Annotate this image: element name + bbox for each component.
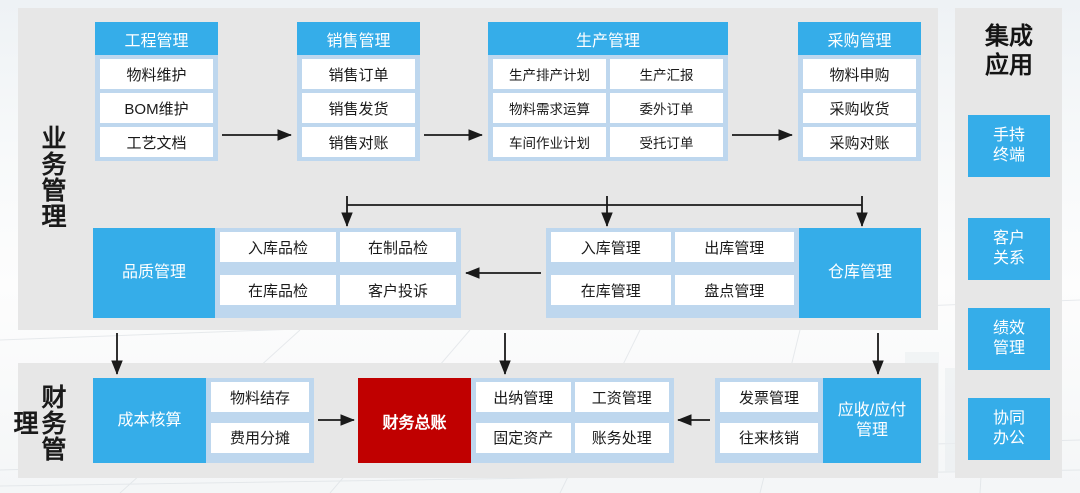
module-engineering[interactable]: 工程管理 物料维护 BOM维护 工艺文档 [95, 22, 218, 161]
module-production-body: 生产排产计划 生产汇报 物料需求运算 委外订单 车间作业计划 受托订单 [488, 55, 728, 161]
module-production-header: 生产管理 [488, 22, 728, 55]
module-warehouse-label: 仓库管理 [799, 228, 921, 318]
module-engineering-header: 工程管理 [95, 22, 218, 55]
cell-accounting-processing[interactable]: 账务处理 [574, 422, 669, 453]
cell-sales-delivery[interactable]: 销售发货 [302, 93, 415, 123]
module-warehouse-grid: 入库管理 出库管理 在库管理 盘点管理 [546, 228, 799, 318]
cell-cashier-management[interactable]: 出纳管理 [476, 382, 571, 412]
cell-fixed-assets[interactable]: 固定资产 [476, 422, 571, 453]
cell-material-requirement-calc[interactable]: 物料需求运算 [493, 93, 606, 123]
integration-button-handheld-terminal[interactable]: 手持 终端 [968, 115, 1050, 177]
cell-inbound-inspection[interactable]: 入库品检 [220, 232, 336, 262]
cell-purchase-reconciliation[interactable]: 采购对账 [803, 127, 916, 157]
collaborative-office-line1: 协同 [992, 410, 1025, 428]
cell-material-requisition[interactable]: 物料申购 [803, 59, 916, 89]
cell-sales-reconciliation[interactable]: 销售对账 [302, 127, 415, 157]
business-section-title: 业务管理 [38, 125, 66, 229]
cell-bom-maintenance[interactable]: BOM维护 [100, 93, 213, 123]
performance-management-line1: 绩效 [992, 320, 1025, 338]
cell-wip-inspection[interactable]: 在制品检 [340, 232, 456, 262]
integration-section-title: 集成应用 [963, 22, 1055, 81]
integration-button-collaborative-office[interactable]: 协同 办公 [968, 398, 1050, 460]
ap-ar-label-line2: 管理 [855, 421, 888, 439]
module-cost-accounting-grid: 物料结存 费用分摊 [206, 378, 314, 463]
module-engineering-body: 物料维护 BOM维护 工艺文档 [95, 55, 218, 161]
handheld-terminal-line2: 终端 [992, 147, 1025, 164]
cell-production-report[interactable]: 生产汇报 [610, 59, 723, 89]
cell-inbound-management[interactable]: 入库管理 [551, 232, 671, 262]
cell-customer-complaint[interactable]: 客户投诉 [340, 275, 456, 305]
cell-entrusted-order[interactable]: 受托订单 [610, 127, 723, 157]
module-receivable-payable-label: 应收/应付 管理 [823, 378, 921, 463]
cell-purchase-receipt[interactable]: 采购收货 [803, 93, 916, 123]
customer-relations-line1: 客户 [992, 230, 1025, 248]
performance-management-line2: 管理 [992, 340, 1025, 357]
module-purchasing[interactable]: 采购管理 物料申购 采购收货 采购对账 [798, 22, 921, 161]
module-sales-body: 销售订单 销售发货 销售对账 [297, 55, 420, 161]
cell-workshop-job-plan[interactable]: 车间作业计划 [493, 127, 606, 157]
module-quality-grid: 入库品检 在制品检 在库品检 客户投诉 [215, 228, 461, 318]
module-purchasing-header: 采购管理 [798, 22, 921, 55]
handheld-terminal-line1: 手持 [992, 127, 1025, 145]
module-warehouse[interactable]: 入库管理 出库管理 在库管理 盘点管理 仓库管理 [546, 228, 921, 318]
integration-button-customer-relations[interactable]: 客户 关系 [968, 218, 1050, 280]
cell-sales-order[interactable]: 销售订单 [302, 59, 415, 89]
ap-ar-label-line1: 应收/应付 [837, 402, 907, 420]
cell-payroll-management[interactable]: 工资管理 [574, 382, 669, 412]
cell-material-maintenance[interactable]: 物料维护 [100, 59, 213, 89]
cell-outbound-management[interactable]: 出库管理 [674, 232, 794, 262]
cell-process-document[interactable]: 工艺文档 [100, 127, 213, 157]
cell-stocktaking-management[interactable]: 盘点管理 [674, 275, 794, 305]
cell-outsourcing-order[interactable]: 委外订单 [610, 93, 723, 123]
module-receivable-payable-grid: 发票管理 往来核销 [715, 378, 823, 463]
integration-title-line1: 集成应用 [985, 23, 1033, 80]
module-ledger-functions[interactable]: 出纳管理 工资管理 固定资产 账务处理 [471, 378, 674, 463]
module-purchasing-body: 物料申购 采购收货 采购对账 [798, 55, 921, 161]
module-ledger-functions-grid: 出纳管理 工资管理 固定资产 账务处理 [471, 378, 674, 463]
module-quality-label: 品质管理 [93, 228, 215, 318]
cell-material-balance[interactable]: 物料结存 [211, 382, 309, 412]
cell-production-schedule-plan[interactable]: 生产排产计划 [493, 59, 606, 89]
module-cost-accounting[interactable]: 成本核算 物料结存 费用分摊 [93, 378, 314, 463]
module-sales[interactable]: 销售管理 销售订单 销售发货 销售对账 [297, 22, 420, 161]
integration-button-performance-management[interactable]: 绩效 管理 [968, 308, 1050, 370]
module-quality[interactable]: 品质管理 入库品检 在制品检 在库品检 客户投诉 [93, 228, 461, 318]
cell-invoice-management[interactable]: 发票管理 [720, 382, 818, 412]
module-cost-accounting-label: 成本核算 [93, 378, 206, 463]
module-production[interactable]: 生产管理 生产排产计划 生产汇报 物料需求运算 委外订单 车间作业计划 受托订单 [488, 22, 728, 161]
customer-relations-line2: 关系 [992, 250, 1025, 267]
cell-expense-allocation[interactable]: 费用分摊 [211, 422, 309, 453]
cell-settlement-writeoff[interactable]: 往来核销 [720, 422, 818, 453]
module-receivable-payable[interactable]: 发票管理 往来核销 应收/应付 管理 [715, 378, 921, 463]
cell-instock-inspection[interactable]: 在库品检 [220, 275, 336, 305]
module-sales-header: 销售管理 [297, 22, 420, 55]
cell-instock-management[interactable]: 在库管理 [551, 275, 671, 305]
finance-section-title: 财务管理 [10, 383, 66, 462]
module-general-ledger[interactable]: 财务总账 [358, 378, 471, 463]
collaborative-office-line2: 办公 [992, 430, 1025, 447]
